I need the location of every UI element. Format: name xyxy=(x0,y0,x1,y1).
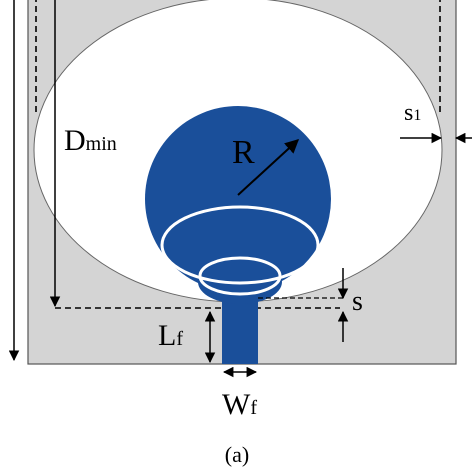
lf-label: Lf xyxy=(158,319,183,352)
dashed-reference-line xyxy=(35,0,441,309)
radius-arrow xyxy=(237,139,300,196)
s1-label: s1 xyxy=(404,100,421,126)
caption: (a) xyxy=(225,442,249,467)
inner-u-slot xyxy=(198,256,282,296)
s-label: s xyxy=(352,286,363,317)
r-label: R xyxy=(232,134,255,171)
dmin-label: Dmin xyxy=(64,124,117,157)
wf-label: Wf xyxy=(222,388,257,421)
feed-line xyxy=(222,296,258,364)
